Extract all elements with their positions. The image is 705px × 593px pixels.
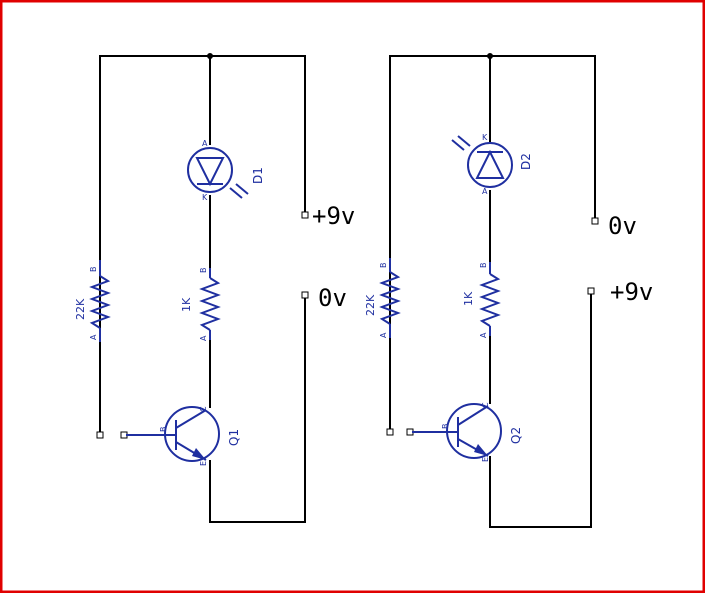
circuit-1-emitter-wire [209,296,306,523]
resistor-22k-1-pin-bottom: A [89,334,98,340]
resistor-22k-2-pin-bottom: A [379,332,388,338]
transistor-q1-arrow [192,448,206,460]
led-d2-ray-1 [457,135,471,147]
circuit-2-terminal-base-input[interactable] [386,428,394,436]
circuit-2: 0v +9v K A D2 B A 22K B A [364,53,653,528]
resistor-1k-2[interactable]: B A 1K [462,262,501,338]
resistor-1k-1-pin-bottom: A [199,335,208,341]
resistor-22k-1-value: 22K [74,298,87,320]
transistor-q1[interactable]: C B E Q1 [126,406,241,466]
circuit-1-supply-top-label: +9v [312,202,355,230]
circuit-2-supply-bottom-label: +9v [610,278,653,306]
circuit-2-terminal-top[interactable] [591,217,599,225]
circuit-1-terminal-top[interactable] [301,211,309,219]
resistor-22k-1-pin-top: B [89,267,98,273]
led-d1-ray-2 [235,183,249,195]
resistor-1k-1[interactable]: B A 1K [180,268,221,342]
led-d2[interactable]: K A D2 [451,133,533,196]
transistor-q1-collector [175,409,207,429]
resistor-22k-2[interactable]: B A 22K [364,258,401,338]
resistor-1k-2-zigzag [479,273,501,327]
resistor-1k-2-pin-top: B [479,263,488,269]
circuit-2-junction-dot [487,53,493,59]
resistor-22k-1[interactable]: B A 22K [74,260,111,342]
resistor-22k-1-zigzag [89,275,111,329]
transistor-q2-collector [457,405,489,426]
circuit-2-terminal-bottom[interactable] [587,287,595,295]
resistor-22k-2-pin-top: B [379,263,388,269]
led-d1[interactable]: A K D1 [187,139,265,202]
resistor-1k-2-value: 1K [462,291,475,306]
transistor-q2[interactable]: C B E Q2 [412,402,523,462]
resistor-22k-2-value: 22K [364,294,377,316]
circuit-1-terminal-base-input[interactable] [96,431,104,439]
led-d1-ray-1 [229,187,243,199]
transistor-q1-pin-b: B [159,427,168,433]
resistor-22k-2-zigzag [379,271,401,325]
transistor-q2-pin-e: E [481,457,490,462]
led-d2-pin-bottom: A [482,187,488,196]
resistor-1k-1-pin-top: B [199,268,208,274]
resistor-1k-1-value: 1K [180,297,193,312]
led-d1-refdes: D1 [251,167,265,184]
led-d1-pin-top: A [202,139,208,148]
led-d2-triangle [475,149,505,179]
led-d1-body [187,147,233,193]
led-d2-refdes: D2 [519,153,533,170]
transistor-q2-pin-b: B [441,424,450,430]
transistor-q2-pin-c: C [481,402,490,408]
resistor-1k-2-pin-bottom: A [479,332,488,338]
circuit-1-junction-dot [207,53,213,59]
led-d2-ray-2 [451,139,465,151]
circuit-1-supply-bottom-label: 0v [318,284,347,312]
led-d2-pin-top: K [482,133,488,142]
led-d2-body [467,142,513,188]
transistor-q2-arrow [474,444,488,456]
transistor-q1-pin-c: C [199,406,208,412]
led-d1-pin-bottom: K [202,193,208,202]
resistor-1k-1-zigzag [199,277,221,331]
circuit-1-terminal-bottom[interactable] [301,291,309,299]
led-d1-triangle [195,157,225,187]
circuit-2-supply-top-label: 0v [608,212,637,240]
transistor-q2-refdes: Q2 [509,427,523,444]
circuit-2-emitter-wire [489,292,592,528]
circuit-2-outer-wire [389,55,596,432]
transistor-q1-refdes: Q1 [227,429,241,446]
circuit-1: +9v 0v A K D1 B A 22K B A [74,53,355,523]
transistor-q1-pin-e: E [199,461,208,466]
circuit-1-outer-wire [99,55,306,434]
